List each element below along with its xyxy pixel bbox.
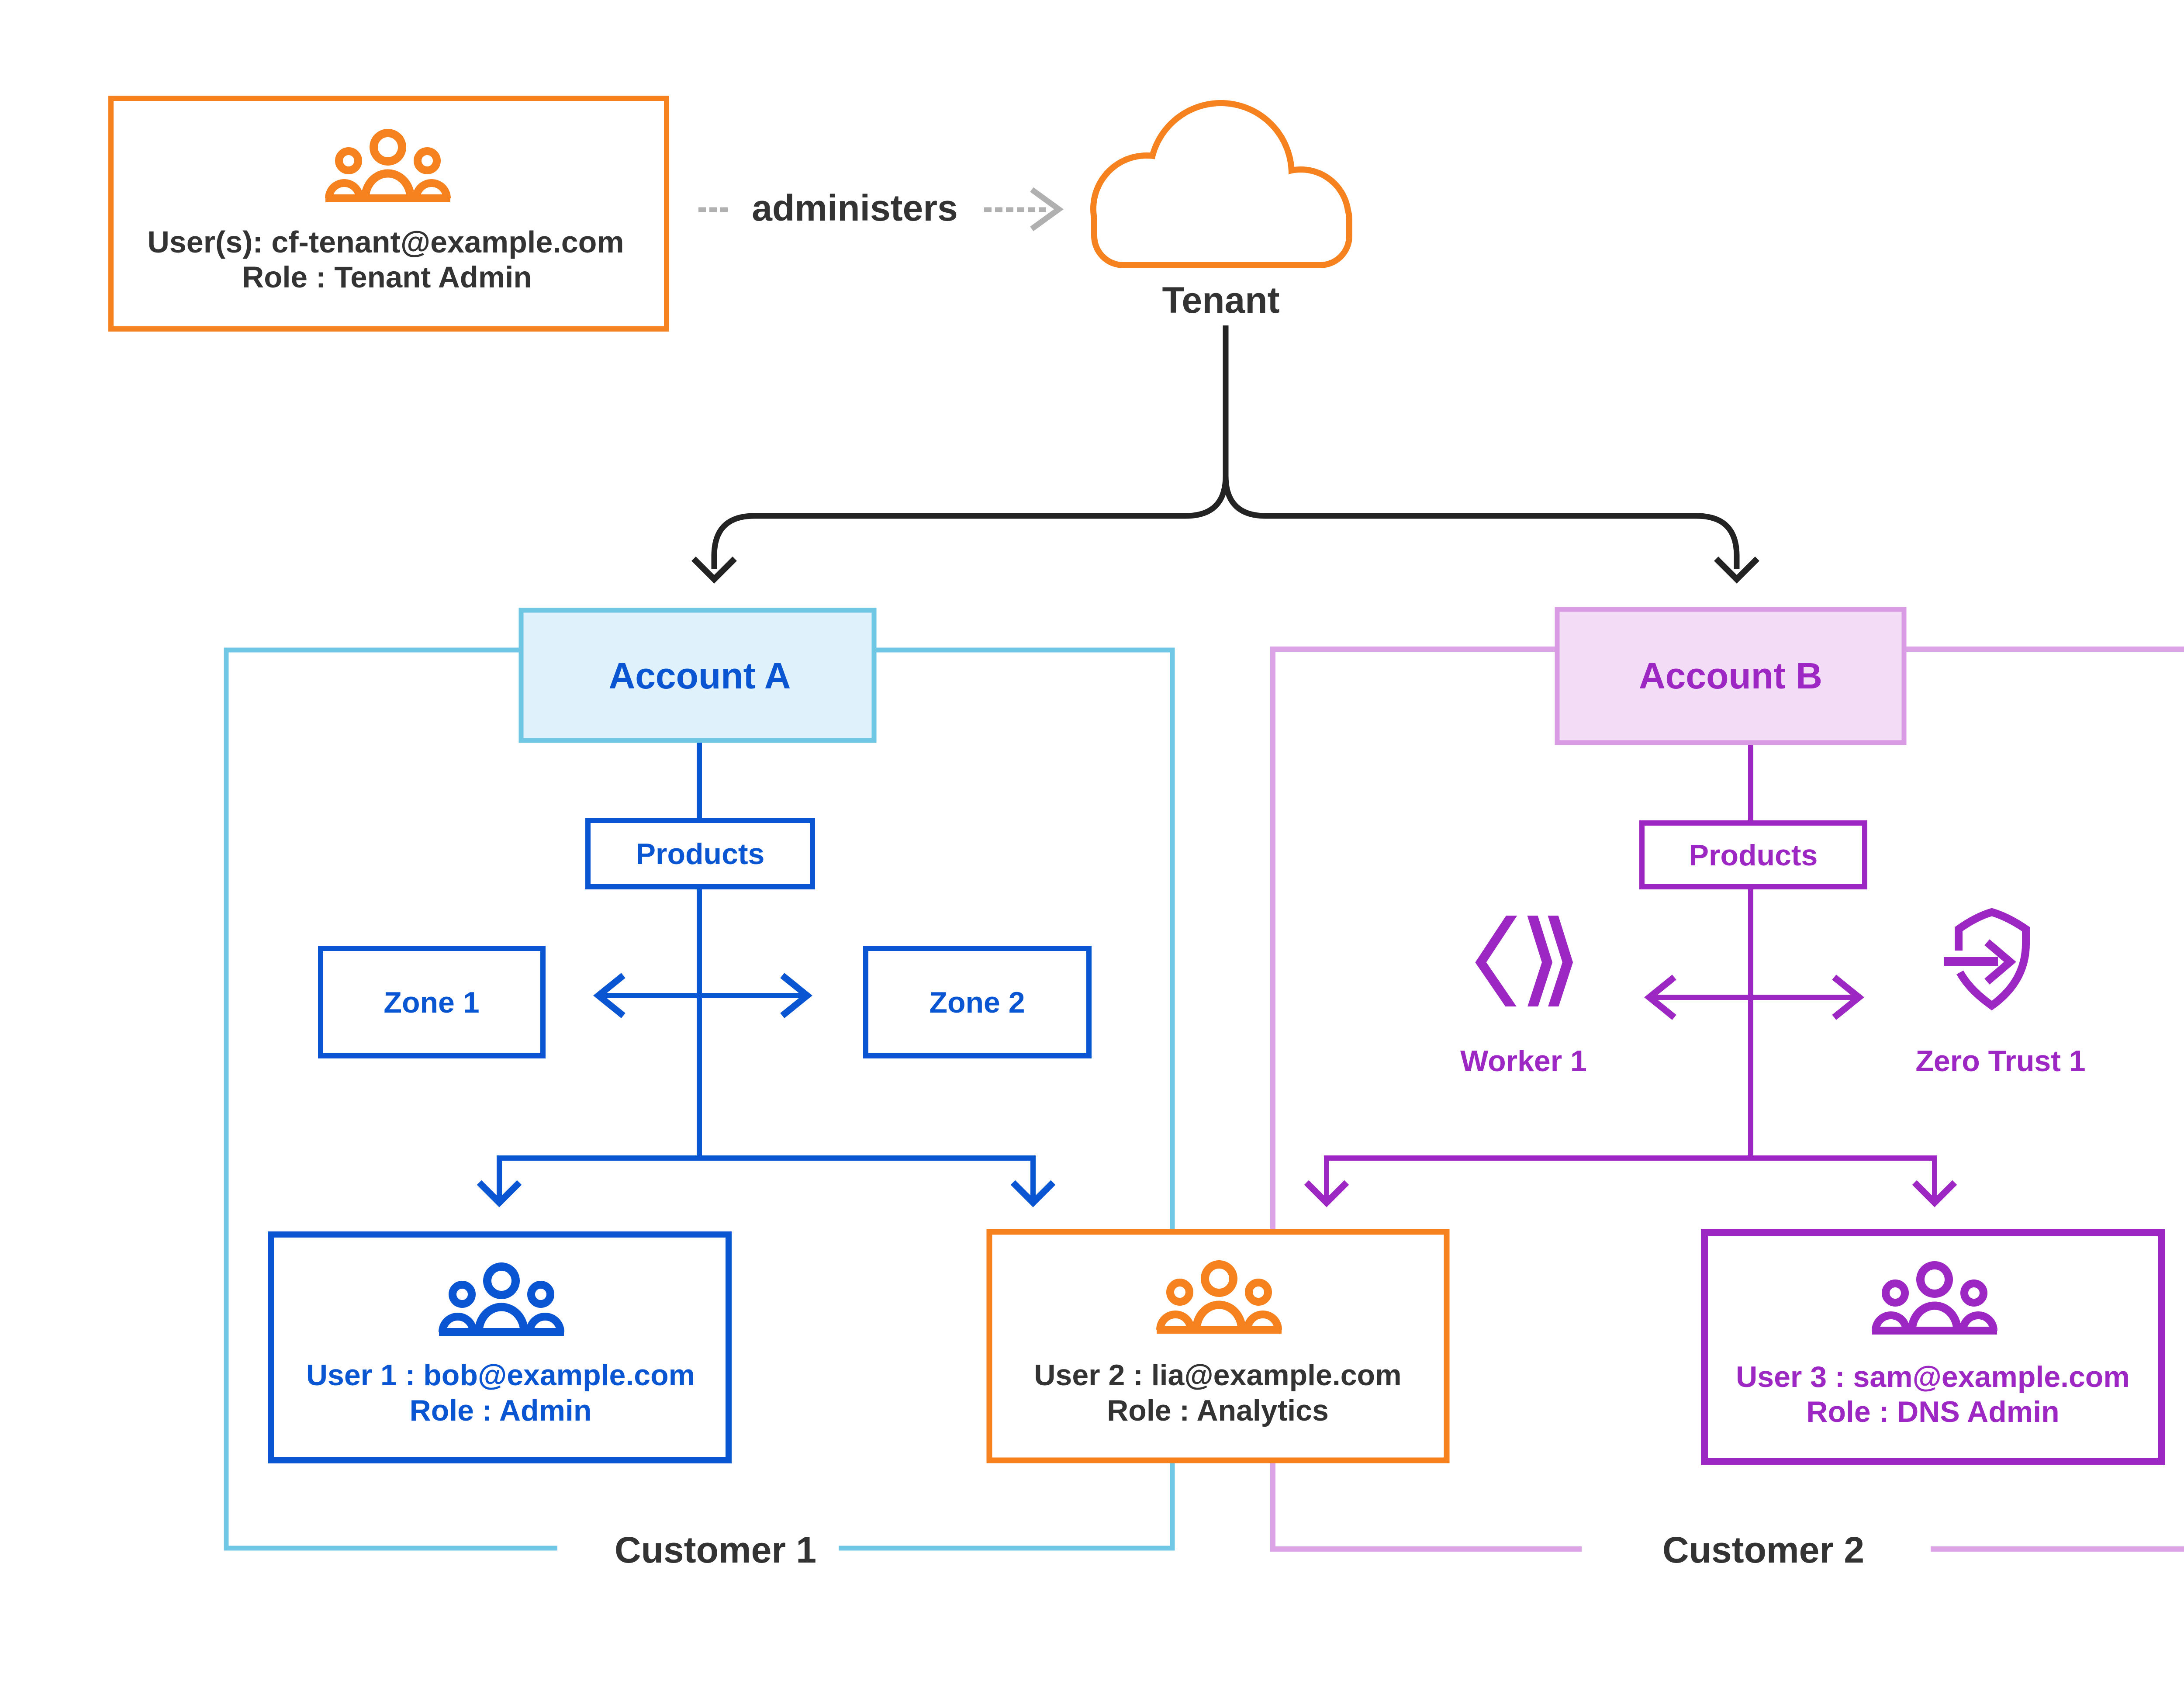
svg-text:User 3 : sam@example.com: User 3 : sam@example.com [1736, 1360, 2130, 1394]
svg-text:Worker 1: Worker 1 [1460, 1044, 1587, 1078]
svg-text:Account A: Account A [609, 655, 791, 696]
svg-text:Tenant: Tenant [1162, 280, 1279, 321]
svg-text:Role : Analytics: Role : Analytics [1107, 1394, 1329, 1427]
svg-text:Zero Trust 1: Zero Trust 1 [1915, 1044, 2085, 1078]
svg-text:Customer 2: Customer 2 [1662, 1529, 1864, 1570]
svg-text:User 1 : bob@example.com: User 1 : bob@example.com [306, 1359, 695, 1392]
svg-text:Role : Admin: Role : Admin [410, 1394, 592, 1427]
svg-text:Zone 2: Zone 2 [929, 986, 1025, 1019]
svg-text:User 2 : lia@example.com: User 2 : lia@example.com [1034, 1359, 1401, 1392]
svg-text:Role : DNS Admin: Role : DNS Admin [1806, 1395, 2059, 1428]
svg-text:Products: Products [636, 837, 765, 871]
svg-text:Products: Products [1689, 839, 1818, 872]
svg-text:Customer 1: Customer 1 [615, 1529, 816, 1570]
svg-text:User(s): cf-tenant@example.com: User(s): cf-tenant@example.com [147, 225, 624, 259]
svg-text:administers: administers [752, 187, 958, 228]
svg-text:Role : Tenant Admin: Role : Tenant Admin [242, 260, 532, 294]
svg-text:Account B: Account B [1639, 655, 1822, 696]
svg-text:Zone 1: Zone 1 [384, 986, 479, 1019]
